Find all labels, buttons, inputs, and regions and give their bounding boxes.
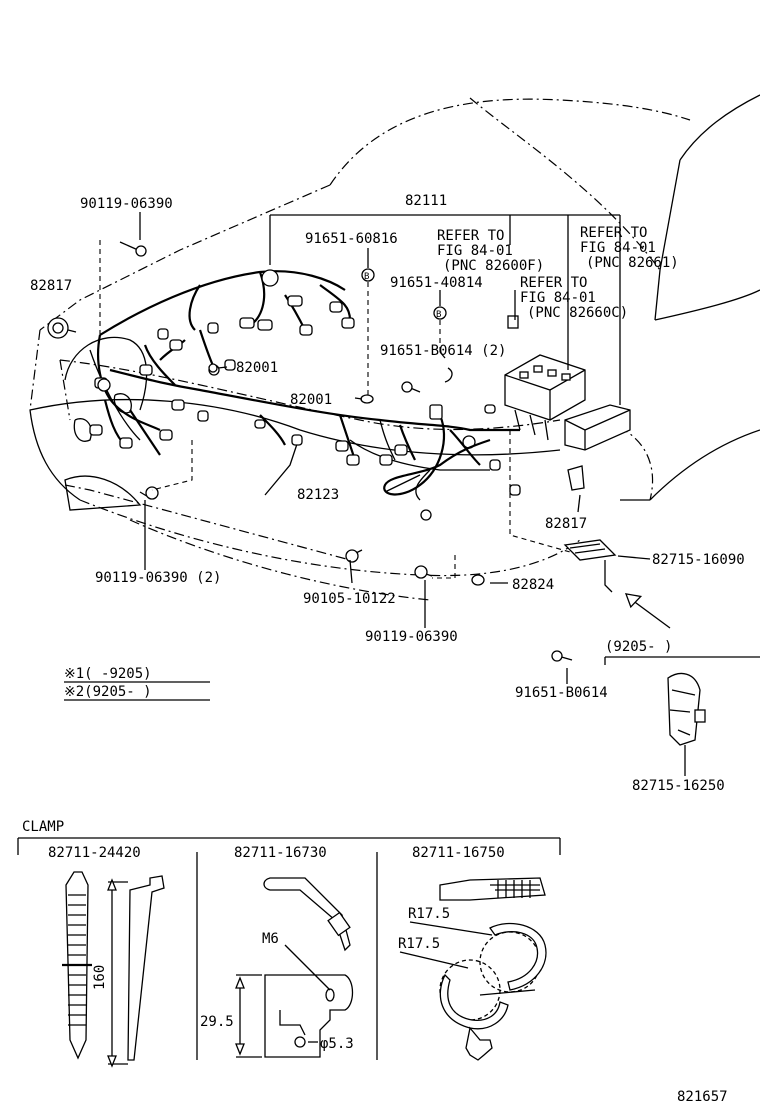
label-91651-40814: 91651-40814	[390, 275, 483, 291]
nut-82824	[471, 574, 485, 586]
label-82123: 82123	[297, 487, 339, 503]
note-2: ※2(9205- )	[64, 684, 152, 700]
clamp-1-label: 82711-24420	[48, 845, 141, 861]
label-82817-left: 82817	[30, 278, 72, 294]
label-82715-16090: 82715-16090	[652, 552, 745, 568]
b-markers: B B	[361, 268, 519, 383]
label-82715-16250: 82715-16250	[632, 778, 725, 794]
label-refer1-1: REFER TO	[437, 228, 504, 244]
nut-82001-a	[208, 363, 218, 373]
clamp-title: CLAMP	[22, 819, 64, 835]
clip-82817-right	[567, 465, 585, 491]
dim-M6: M6	[262, 931, 279, 947]
label-refer2-1: REFER TO	[580, 225, 647, 241]
label-90119-06390-top: 90119-06390	[80, 196, 173, 212]
label-91651-B0614: 91651-B0614	[515, 685, 608, 701]
view-arrow	[624, 593, 671, 629]
bracket-82715-16250	[667, 672, 706, 746]
bolt-90119-06390-top	[119, 241, 147, 257]
label-82817-right: 82817	[545, 516, 587, 532]
label-refer1-2: FIG 84-01	[437, 243, 513, 259]
label-91651-B0614-2: 91651-B0614 (2)	[380, 343, 506, 359]
dim-R175-a: R17.5	[408, 906, 450, 922]
label-9205-range: (9205- )	[605, 639, 672, 655]
bracket-82711-16730: M6 29.5 φ5.3	[200, 877, 354, 1058]
label-90105-10122: 90105-10122	[303, 591, 396, 607]
label-refer1-3: (PNC 82600F)	[443, 258, 544, 274]
harness-connectors	[89, 269, 521, 521]
label-82111: 82111	[405, 193, 447, 209]
cable-tie-82711-24420: 160	[62, 871, 165, 1068]
clamp-3-label: 82711-16750	[412, 845, 505, 861]
label-82001-b: 82001	[290, 392, 332, 408]
clip-82711-16750: R17.5 R17.5	[398, 877, 547, 1061]
bolt-91651-B0614	[551, 650, 573, 662]
label-refer3-2: FIG 84-01	[520, 290, 596, 306]
note-1: ※1( -9205)	[64, 666, 152, 682]
label-refer2-3: (PNC 82661)	[586, 255, 679, 271]
dim-160: 160	[92, 965, 108, 990]
bolt-90105-10122	[345, 549, 363, 563]
label-82001-a: 82001	[236, 360, 278, 376]
clamp-2-label: 82711-16730	[234, 845, 327, 861]
relay-block	[504, 354, 586, 441]
bolt-91651-B0614-2	[401, 381, 421, 393]
sub-harness-82123	[383, 404, 491, 496]
label-91651-60816: 91651-60816	[305, 231, 398, 247]
bolts	[119, 241, 573, 662]
car-body-outline	[39, 94, 760, 501]
dim-29-5: 29.5	[200, 1014, 234, 1030]
nut-82001-b	[360, 394, 374, 404]
bolt-90119-06390-bottom	[414, 565, 433, 579]
figure-number: 821657	[677, 1089, 728, 1105]
svg-text:B: B	[436, 310, 441, 320]
wire-harness-82111	[97, 270, 520, 501]
label-82824: 82824	[512, 577, 554, 593]
note-underlines	[64, 681, 210, 701]
box-82661	[564, 404, 631, 451]
clip-82817-left	[47, 317, 69, 339]
dim-R175-b: R17.5	[398, 936, 440, 952]
label-90119-06390-bottom: 90119-06390	[365, 629, 458, 645]
bolt-90119-06390-lower	[139, 486, 159, 500]
leader-lines	[67, 212, 760, 776]
svg-text:B: B	[364, 272, 369, 282]
bracket-82715-16090	[563, 539, 617, 593]
part-labels: 82111 90119-06390 91651-60816 REFER TO F…	[30, 193, 745, 794]
label-90119-06390-2: 90119-06390 (2)	[95, 570, 221, 586]
label-refer3-3: (PNC 82660C)	[527, 305, 628, 321]
dim-phi53: φ5.3	[320, 1036, 354, 1052]
label-refer3-1: REFER TO	[520, 275, 587, 291]
clamp-section: CLAMP 82711-24420 82711-16730 82711-1675…	[17, 819, 561, 1068]
label-refer2-2: FIG 84-01	[580, 240, 656, 256]
